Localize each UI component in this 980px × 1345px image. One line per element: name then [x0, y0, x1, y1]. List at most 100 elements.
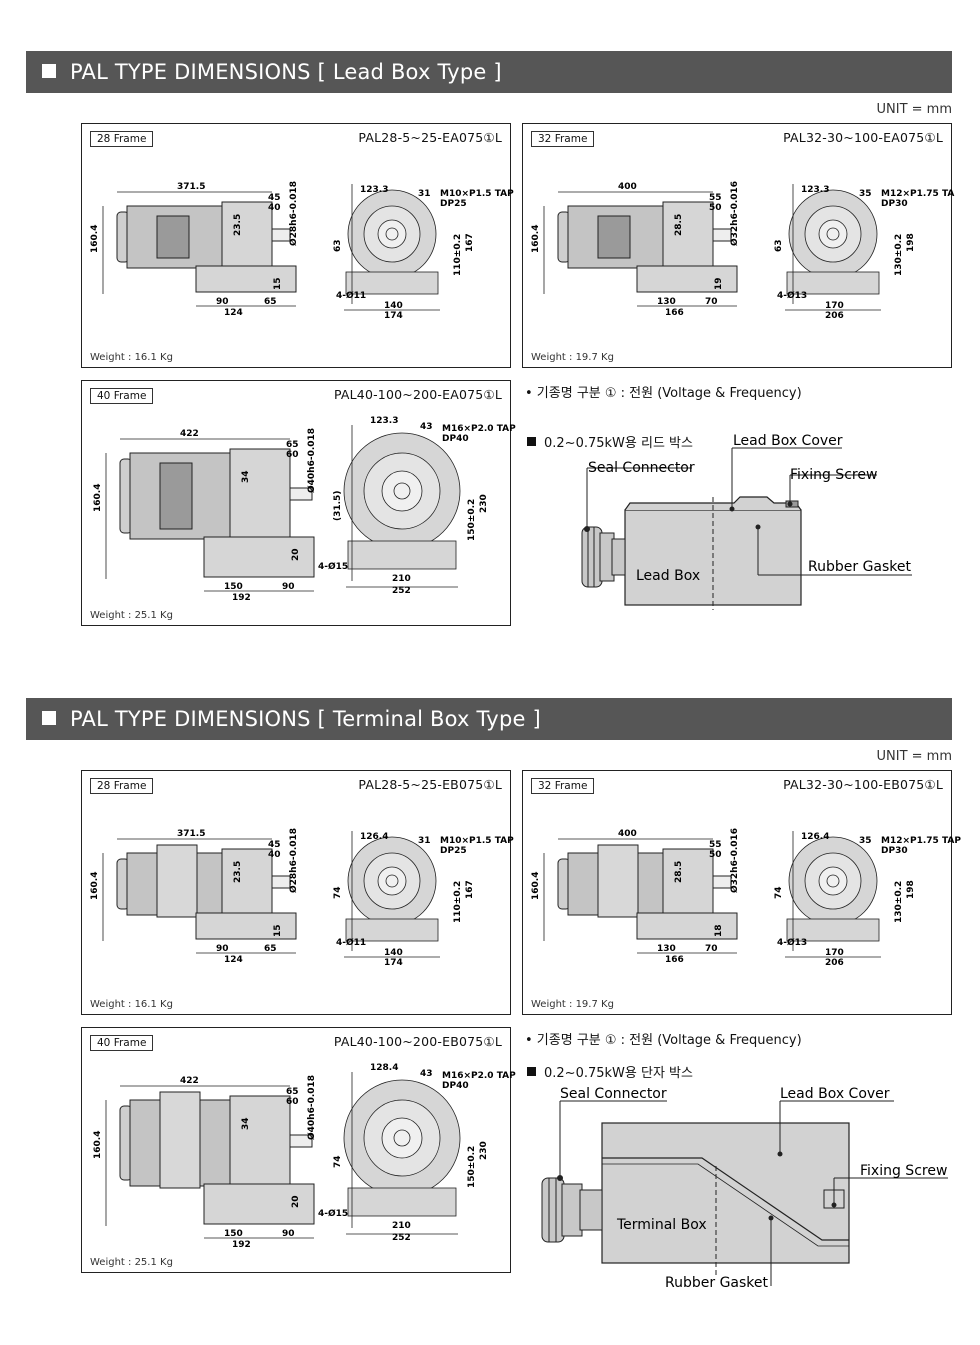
dim-m: 170 — [825, 948, 844, 958]
dim-d: 15 — [273, 924, 283, 937]
dim-c: 23.5 — [233, 214, 243, 236]
dim-n: 206 — [825, 958, 844, 968]
dim-w: 123.3 — [360, 185, 388, 195]
dim-t: 31 — [418, 836, 431, 846]
dim-f: 65 — [264, 944, 277, 954]
dim-t: 35 — [859, 836, 872, 846]
square-bullet-icon — [42, 711, 56, 725]
rubber-gasket-label: Rubber Gasket — [665, 1275, 769, 1291]
model-number: PAL28-5~25-EB075①L — [358, 777, 502, 792]
dim-m: 210 — [392, 574, 411, 584]
dim-g: 166 — [665, 308, 684, 318]
dim-tap: M10×P1.5 TAP — [440, 189, 514, 199]
lead-box-illustration: Seal Connector Lead Box Cover Fixing Scr… — [581, 433, 912, 610]
dim-height: 160.4 — [531, 225, 541, 253]
dim-e: 90 — [216, 944, 229, 954]
dim-height: 160.4 — [93, 484, 103, 512]
dim-a: 65 — [286, 1087, 299, 1097]
weight-label: Weight : 25.1 Kg — [90, 610, 173, 621]
weight-label: Weight : 25.1 Kg — [90, 1257, 173, 1268]
dim-w: 123.3 — [370, 416, 398, 426]
dim-g: 166 — [665, 955, 684, 965]
rubber-gasket-label: Rubber Gasket — [808, 559, 912, 575]
dim-shaft: Ø32h6-0.016 — [729, 828, 740, 893]
weight-label: Weight : 16.1 Kg — [90, 999, 173, 1010]
motor-dimension-drawing: 400 160.4 55 50 Ø32h6-0.016 28.5 19 130 … — [531, 181, 954, 321]
model-number: PAL32-30~100-EA075①L — [783, 130, 943, 145]
frame-size-label: 32 Frame — [531, 131, 595, 147]
dim-g: 192 — [232, 593, 251, 603]
frame-size-label: 40 Frame — [90, 388, 154, 404]
dim-w: 126.4 — [360, 832, 388, 842]
dim-tap: M12×P1.75 TA — [881, 189, 954, 199]
dim-hole: 4-Ø13 — [777, 290, 807, 301]
dim-e: 150 — [224, 1229, 243, 1239]
drawing-panel-32-frame-terminal: 400 160.4 55 50 Ø32h6-0.016 28.5 18 130 … — [522, 770, 961, 1015]
frame-size-label: 28 Frame — [90, 131, 154, 147]
dim-k: 74 — [774, 886, 784, 899]
lead-box-cover-label: Lead Box Cover — [780, 1086, 890, 1102]
drawing-panel-28-frame-terminal: 371.5 160.4 45 40 Ø28h6-0.018 23.5 15 90… — [81, 770, 514, 1015]
dim-g: 192 — [232, 1240, 251, 1250]
dim-b: 60 — [286, 1097, 299, 1107]
motor-dimension-drawing: 422 160.4 65 60 Ø40h6-0.018 34 20 150 90… — [93, 416, 516, 603]
dim-q: 198 — [906, 880, 916, 899]
dim-c: 34 — [241, 470, 251, 483]
dim-hole: 4-Ø13 — [777, 937, 807, 948]
dim-dp: DP25 — [440, 846, 467, 856]
dim-p: 150±0.2 — [467, 499, 477, 541]
dim-q: 167 — [465, 233, 475, 252]
terminal-box-illustration: Seal Connector Lead Box Cover Fixing Scr… — [541, 1086, 948, 1291]
motor-dimension-drawing: 371.5 160.4 45 40 Ø28h6-0.018 23.5 15 90… — [90, 828, 514, 968]
dim-d: 15 — [273, 277, 283, 290]
dim-m: 140 — [384, 301, 403, 311]
dim-height: 160.4 — [531, 872, 541, 900]
seal-connector-label: Seal Connector — [560, 1086, 667, 1102]
unit-label: UNIT = mm — [876, 102, 953, 117]
dim-hole: 4-Ø15 — [318, 1208, 348, 1219]
dim-t: 31 — [418, 189, 431, 199]
dim-p: 110±0.2 — [453, 234, 463, 276]
motor-dimension-drawing: 371.5 160.4 45 40 Ø28h6-0.018 23.5 15 90… — [90, 181, 514, 321]
dim-f: 90 — [282, 582, 295, 592]
dim-e: 90 — [216, 297, 229, 307]
dim-c: 23.5 — [233, 861, 243, 883]
dim-w: 123.3 — [801, 185, 829, 195]
dim-t: 43 — [420, 1069, 433, 1079]
dim-d: 20 — [291, 1195, 301, 1208]
dim-d: 18 — [714, 924, 724, 937]
dim-length: 422 — [180, 429, 199, 439]
dim-q: 167 — [465, 880, 475, 899]
terminal-box-subtitle: 0.2~0.75kW용 단자 박스 — [527, 1062, 693, 1081]
dim-tap: M12×P1.75 TAP — [881, 836, 961, 846]
model-code-note: • 기종명 구분 ① : 전원 (Voltage & Frequency) — [525, 386, 802, 401]
dim-f: 65 — [264, 297, 277, 307]
dim-e: 130 — [657, 944, 676, 954]
section-title: PAL TYPE DIMENSIONS [ Lead Box Type ] — [26, 51, 952, 93]
dim-q: 230 — [479, 1141, 489, 1160]
dim-p: 150±0.2 — [467, 1146, 477, 1188]
model-code-note: • 기종명 구분 ① : 전원 (Voltage & Frequency) — [525, 1033, 802, 1048]
dim-m: 170 — [825, 301, 844, 311]
terminal-box-label: Terminal Box — [616, 1217, 707, 1233]
frame-size-label: 32 Frame — [531, 778, 595, 794]
dim-c: 28.5 — [674, 861, 684, 883]
dim-a: 55 — [709, 193, 722, 203]
dim-p: 130±0.2 — [894, 234, 904, 276]
dim-w: 126.4 — [801, 832, 829, 842]
dim-length: 422 — [180, 1076, 199, 1086]
dim-n: 174 — [384, 311, 403, 321]
drawing-panel-40-frame-lead: 422 160.4 65 60 Ø40h6-0.018 34 20 150 90… — [81, 380, 516, 626]
drawing-panel-40-frame-terminal: 422 160.4 65 60 Ø40h6-0.018 34 20 150 90… — [81, 1027, 516, 1273]
model-number: PAL28-5~25-EA075①L — [358, 130, 502, 145]
dim-hole: 4-Ø15 — [318, 561, 348, 572]
dim-shaft: Ø40h6-0.018 — [306, 1075, 317, 1140]
dim-q: 230 — [479, 494, 489, 513]
motor-dimension-drawing: 422 160.4 65 60 Ø40h6-0.018 34 20 150 90… — [93, 1063, 516, 1250]
dim-m: 140 — [384, 948, 403, 958]
fixing-screw-label: Fixing Screw — [790, 467, 877, 483]
dim-n: 174 — [384, 958, 403, 968]
fixing-screw-label: Fixing Screw — [860, 1163, 947, 1179]
dim-t: 35 — [859, 189, 872, 199]
drawing-panel-28-frame-lead: 371.5 160.4 45 40 Ø28h6-0.018 23.5 15 90… — [81, 123, 514, 368]
